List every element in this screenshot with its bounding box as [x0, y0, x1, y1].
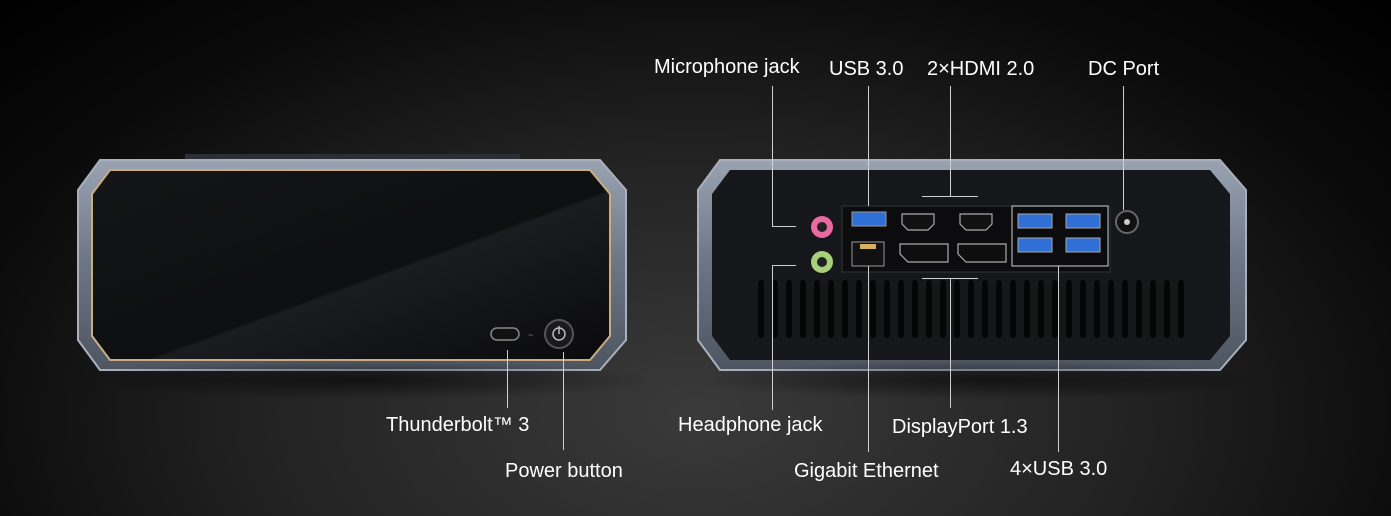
displayport-2	[957, 243, 1007, 263]
thunderbolt-label: Thunderbolt™ 3	[386, 414, 530, 436]
usb-3-port	[851, 211, 887, 227]
hdmi-label: 2×HDMI 2.0	[927, 58, 1035, 80]
front-device: ~	[77, 154, 627, 371]
usb-quad-port-4	[1065, 237, 1101, 253]
microphone-jack-label: Microphone jack	[654, 56, 800, 78]
rear-device	[697, 159, 1247, 371]
usb-quad-port-1	[1017, 213, 1053, 229]
headphone-jack-label: Headphone jack	[678, 414, 823, 436]
hdmi-port-1	[901, 213, 935, 231]
displayport-1	[899, 243, 949, 263]
hdmi-port-2	[959, 213, 993, 231]
gigabit-ethernet-label: Gigabit Ethernet	[794, 460, 939, 482]
svg-text:~: ~	[528, 330, 533, 340]
dc-port-label: DC Port	[1088, 58, 1160, 80]
usb-quad-port-2	[1065, 213, 1101, 229]
usb-quad-port-3	[1017, 237, 1053, 253]
power-button-label: Power button	[505, 460, 623, 482]
usb-quad-label: 4×USB 3.0	[1010, 458, 1108, 480]
displayport-label: DisplayPort 1.3	[892, 416, 1028, 438]
usb-3-label: USB 3.0	[829, 58, 904, 80]
thunderbolt-port	[490, 327, 520, 341]
